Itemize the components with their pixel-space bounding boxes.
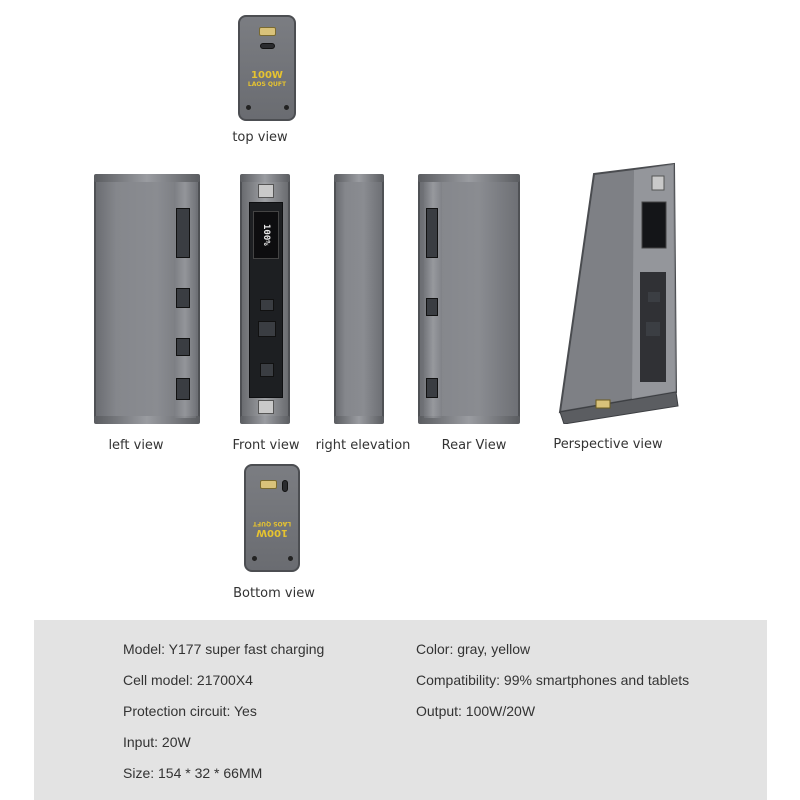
screw-right	[284, 105, 289, 110]
perspective-view-label: Perspective view	[553, 437, 663, 452]
bottom-brand-mark: 100W LAOS QUFT	[248, 520, 296, 538]
left-view-image	[94, 174, 200, 424]
top-view-label: top view	[232, 130, 288, 145]
bottom-brand-sub-text: LAOS QUFT	[252, 520, 292, 528]
bottom-usb-a-port	[260, 480, 277, 489]
right-elevation-image	[334, 174, 384, 424]
front-view-label: Front view	[232, 438, 300, 453]
usb-c-port	[260, 43, 275, 49]
front-view-image: 100%	[240, 174, 290, 424]
left-shell	[94, 174, 200, 424]
rear-shell	[418, 174, 520, 424]
bottom-usb-c-port	[282, 480, 288, 492]
spec-protection: Protection circuit: Yes	[123, 703, 257, 719]
lcd-display: 100%	[253, 211, 279, 259]
left-view-label: left view	[108, 438, 164, 453]
top-view-image: 100W LAOS QUFT	[238, 15, 296, 121]
lcd-text: 100%	[261, 224, 271, 246]
brand-mark: 100W LAOS QUFT	[242, 70, 292, 88]
usb-a-port	[259, 27, 276, 36]
perspective-drawing	[558, 162, 679, 425]
spec-input: Input: 20W	[123, 734, 191, 750]
perspective-view-image	[556, 162, 682, 425]
rear-view-label: Rear View	[441, 438, 507, 453]
screw-left	[246, 105, 251, 110]
brand-watt-text: 100W	[251, 70, 283, 81]
brand-sub-text: LAOS QUFT	[247, 80, 287, 88]
front-shell: 100%	[240, 174, 290, 424]
bottom-brand-watt-text: 100W	[256, 526, 288, 538]
top-end-plate: 100W LAOS QUFT	[238, 15, 296, 121]
spec-model: Model: Y177 super fast charging	[123, 641, 325, 657]
bottom-view-image: 100W LAOS QUFT	[244, 464, 300, 572]
front-usb-bottom	[258, 400, 274, 414]
spec-cell: Cell model: 21700X4	[123, 672, 253, 688]
spec-output: Output: 100W/20W	[416, 703, 536, 719]
spec-compatibility: Compatibility: 99% smartphones and table…	[416, 672, 690, 688]
front-pcb: 100%	[249, 202, 283, 398]
front-usb-top	[258, 184, 274, 198]
right-elevation-label: right elevation	[315, 438, 411, 453]
spec-size: Size: 154 * 32 * 66MM	[123, 765, 263, 781]
spec-panel: Model: Y177 super fast charging Cell mod…	[34, 620, 767, 800]
bottom-view-label: Bottom view	[233, 586, 315, 601]
right-shell	[334, 174, 384, 424]
spec-color: Color: gray, yellow	[416, 641, 531, 657]
bottom-screw-left	[252, 556, 257, 561]
rear-view-image	[418, 174, 520, 424]
bottom-screw-right	[288, 556, 293, 561]
bottom-end-plate: 100W LAOS QUFT	[244, 464, 300, 572]
